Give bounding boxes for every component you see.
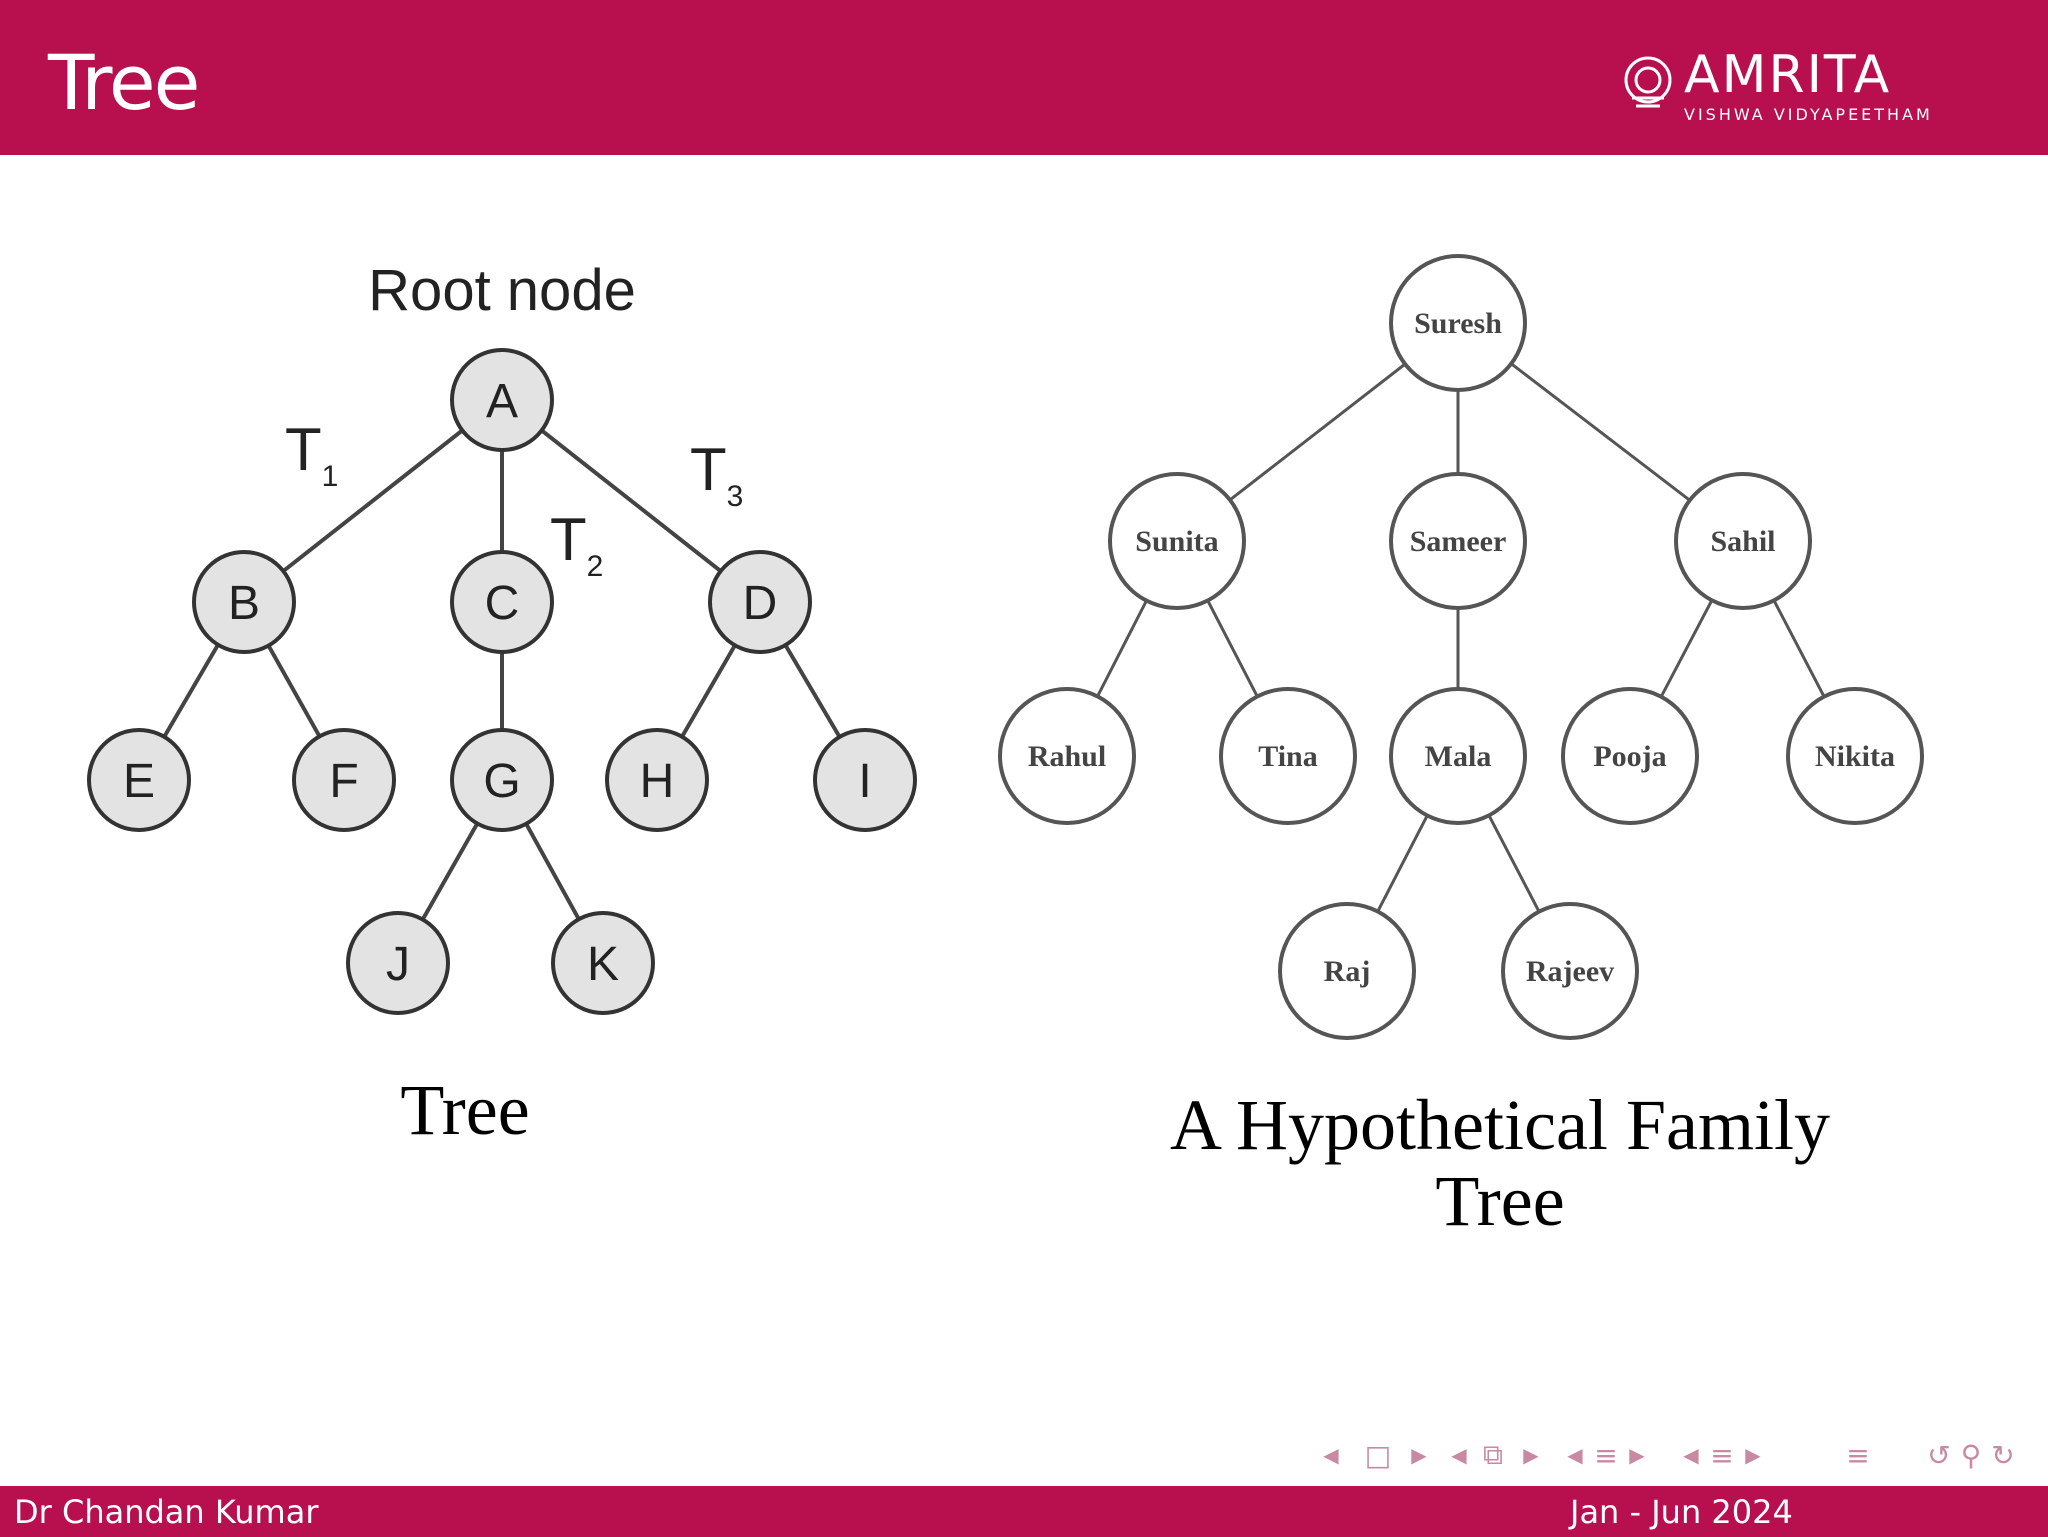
tree-edges [137,398,867,964]
family-node-sunita: Sunita [1108,472,1246,610]
svg-text:E: E [123,755,155,808]
edge-a-d [501,398,762,604]
nav-left-arrow-icon[interactable]: ◀ [1567,1443,1583,1467]
family-node-nikita: Nikita [1786,687,1924,825]
nav-right-arrow-icon[interactable]: ▶ [1411,1443,1427,1467]
tree-node-f: F [292,728,396,832]
svg-text:Mala: Mala [1425,740,1492,773]
svg-text:F: F [329,755,358,808]
svg-text:Sunita: Sunita [1135,525,1218,558]
family-tree-diagram: Suresh Sunita Sameer Sahil Rahul Tina Ma… [998,254,1924,1040]
tree-node-d: D [708,550,812,654]
svg-text:Nikita: Nikita [1815,740,1895,773]
family-tree-edges [1065,321,1857,972]
slide-footer [0,1486,2048,1537]
svg-text:Rahul: Rahul [1028,740,1106,773]
family-tree-caption-line2: Tree [1435,1161,1565,1241]
section-icon[interactable]: ⧉ [1483,1438,1503,1471]
svg-text:H: H [640,755,675,808]
svg-text:I: I [858,755,871,808]
search-icon[interactable]: ⚲ [1960,1438,1982,1472]
tree-node-a: A [450,348,554,452]
amrita-logo: AMRITA VISHWA VIDYAPEETHAM [1624,46,1933,124]
family-tree-caption-line1: A Hypothetical Family [1170,1085,1830,1165]
subtree-label-3: T3 [690,436,743,513]
tree-node-e: E [87,728,191,832]
logo-subtitle: VISHWA VIDYAPEETHAM [1684,105,1933,124]
svg-text:K: K [587,938,619,991]
family-node-pooja: Pooja [1561,687,1699,825]
undo-icon[interactable]: ↺ [1927,1438,1951,1472]
svg-text:Rajeev: Rajeev [1526,955,1614,988]
footer-date: Jan - Jun 2024 [1570,1493,1793,1531]
tree-node-h: H [605,728,709,832]
tree-node-b: B [192,550,296,654]
family-node-mala: Mala [1389,687,1527,825]
edge-a-b [242,398,503,604]
footer-author: Dr Chandan Kumar [14,1493,319,1531]
redo-icon[interactable]: ↻ [1991,1438,2015,1472]
slide-header [0,0,2048,155]
subtree-label-2: T2 [550,506,603,583]
svg-text:Tina: Tina [1258,740,1318,773]
svg-text:A: A [486,375,518,428]
svg-text:Pooja: Pooja [1593,740,1666,773]
tree-node-g: G [450,728,554,832]
nav-right-arrow-icon[interactable]: ▶ [1745,1443,1761,1467]
family-node-raj: Raj [1278,902,1416,1040]
beamer-navigation: ◀ □ ▶ ◀ ⧉ ▶ ◀ ≡ ▶ ◀ ≡ ▶ ≡ ↺ ⚲ ↻ [1320,1434,2040,1476]
tree-node-c: C [450,550,554,654]
tree-node-j: J [346,911,450,1015]
nav-left-arrow-icon[interactable]: ◀ [1683,1443,1699,1467]
logo-name: AMRITA [1684,46,1891,105]
nav-left-arrow-icon[interactable]: ◀ [1451,1443,1467,1467]
family-node-sameer: Sameer [1389,472,1527,610]
svg-text:J: J [386,938,410,991]
family-node-tina: Tina [1219,687,1357,825]
tree-diagram: Root node T1 T2 T3 A B C D E F G H I [87,260,917,1015]
tree-caption: Tree [400,1070,530,1150]
svg-text:D: D [743,577,778,630]
svg-text:Raj: Raj [1324,955,1371,988]
root-node-label: Root node [368,260,636,323]
tree-node-i: I [813,728,917,832]
nav-left-arrow-icon[interactable]: ◀ [1323,1443,1339,1467]
family-node-sahil: Sahil [1674,472,1812,610]
tree-node-k: K [551,911,655,1015]
frame-icon[interactable]: □ [1364,1438,1392,1472]
subsection-icon[interactable]: ≡ [1710,1438,1734,1472]
svg-text:Sahil: Sahil [1710,525,1775,558]
svg-text:Suresh: Suresh [1414,307,1502,340]
subsection-icon[interactable]: ≡ [1594,1438,1618,1472]
slide-title: Tree [48,38,200,127]
family-node-rajeev: Rajeev [1501,902,1639,1040]
svg-text:B: B [228,577,260,630]
svg-text:C: C [485,577,520,630]
align-icon[interactable]: ≡ [1846,1438,1870,1472]
family-tree-caption: A Hypothetical Family Tree [1100,1085,1900,1241]
family-node-suresh: Suresh [1389,254,1527,392]
family-node-rahul: Rahul [998,687,1136,825]
nav-right-arrow-icon[interactable]: ▶ [1523,1443,1539,1467]
subtree-label-1: T1 [285,416,338,493]
svg-text:Sameer: Sameer [1410,525,1507,558]
nav-right-arrow-icon[interactable]: ▶ [1629,1443,1645,1467]
svg-text:G: G [483,755,520,808]
